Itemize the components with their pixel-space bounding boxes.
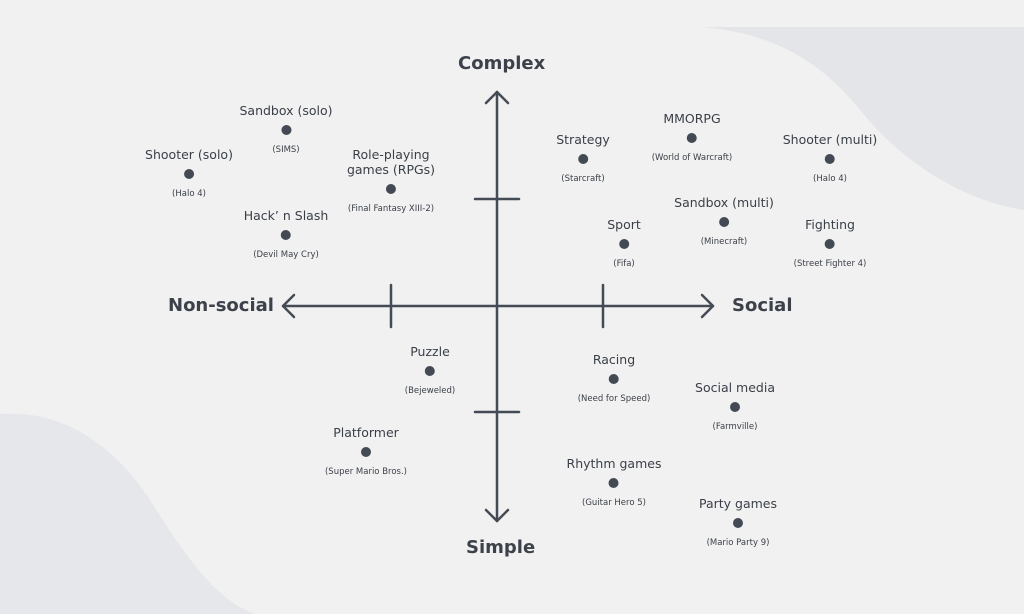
genre-shooter-solo: Shooter (solo) (Halo 4) [145,147,233,200]
genre-dot [730,402,740,412]
genre-name: Party games [698,496,778,511]
genre-name: Fighting [805,217,855,232]
genre-example: (Super Mario Bros.) [324,467,408,477]
arrow-up [484,90,510,105]
genre-social-media: Social media (Farmville) [695,380,775,433]
genre-name: Hack’ n Slash [243,208,329,223]
arrow-right [700,293,715,319]
genre-racing: Racing (Need for Speed) [578,352,651,405]
genre-dot [424,366,435,376]
genre-shooter-multi: Shooter (multi) (Halo 4) [783,132,878,185]
genre-strategy: Strategy (Starcraft) [556,132,610,185]
genre-dot [733,518,743,528]
genre-hack-n-slash: Hack’ n Slash (Devil May Cry) [244,208,329,261]
genre-example: (Devil May Cry) [253,250,319,260]
genre-example: (Bejeweled) [404,386,456,396]
genre-dot [578,154,588,164]
genre-sport: Sport (Fifa) [607,217,641,270]
genre-name: Sandbox (multi) [674,195,774,210]
genre-rhythm-games: Rhythm games (Guitar Hero 5) [567,456,662,509]
genre-name: MMORPG [663,111,721,126]
genre-example: (Need for Speed) [577,394,651,404]
genre-name: Rhythm games [566,456,662,471]
genre-example: (Minecraft) [700,237,748,247]
genre-name: Platformer [333,425,399,440]
genre-dot [386,184,396,194]
genre-dot [183,169,194,179]
genre-example: (Farmville) [712,422,758,432]
genre-dot [609,374,619,384]
genre-puzzle: Puzzle (Bejeweled) [405,344,455,397]
genre-example: (Starcraft) [561,174,605,184]
genre-sandbox-multi: Sandbox (multi) (Minecraft) [674,195,774,248]
genre-mmorpg: MMORPG (World of Warcraft) [652,111,733,164]
genre-dot [280,230,291,240]
genre-dot [687,133,697,143]
genre-platformer: Platformer (Super Mario Bros.) [325,425,407,478]
genre-dot [718,217,729,227]
genre-example: (Guitar Hero 5) [582,498,646,508]
genre-dot [619,239,629,249]
genre-example: (Mario Party 9) [706,538,770,548]
axis-label-social: Social [732,295,793,316]
axis-label-non-social: Non-social [168,295,274,316]
genre-example: (Fifa) [613,259,635,269]
arrow-down [484,508,510,523]
genre-dot [360,447,371,457]
genre-name: Racing [592,352,636,367]
axis-label-complex: Complex [458,53,546,74]
genre-example: (Halo 4) [172,189,206,199]
genre-example: (Street Fighter 4) [793,259,867,269]
genre-dot [825,239,835,249]
genre-sandbox-solo: Sandbox (solo) (SIMS) [239,103,332,156]
genre-example: (Halo 4) [813,174,847,184]
genre-party-games: Party games (Mario Party 9) [699,496,777,549]
genre-dot [825,154,835,164]
axis-label-simple: Simple [466,537,536,558]
genre-dot [608,478,619,488]
genre-name: Shooter (multi) [782,132,878,147]
genre-name: Sandbox (solo) [239,103,333,118]
genre-example: (World of Warcraft) [651,153,733,163]
genre-name: Social media [695,380,775,395]
arrow-left [281,293,296,319]
genre-name: Puzzle [410,344,450,359]
genre-name: Shooter (solo) [145,147,233,162]
genre-name: Sport [607,217,641,232]
genre-example: (SIMS) [272,145,300,155]
genre-fighting: Fighting (Street Fighter 4) [794,217,867,270]
genre-name: Strategy [556,132,610,147]
genre-example: (Final Fantasy XIII-2) [347,204,435,214]
genre-dot [281,125,291,135]
